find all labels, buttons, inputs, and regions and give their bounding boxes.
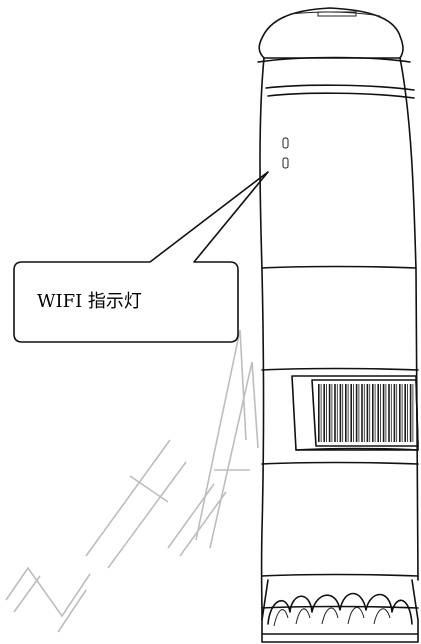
wheel-ridge — [358, 384, 360, 442]
wheel-ridge — [334, 384, 336, 442]
wheel-ridge — [396, 384, 398, 442]
wheel-ridge — [380, 384, 381, 442]
wheel-ridge — [412, 384, 414, 442]
wheel-ridges — [318, 384, 414, 442]
wheel-ridge — [342, 384, 344, 442]
wheel-ridge — [318, 384, 320, 442]
wifi-indicator-leds — [282, 137, 289, 169]
callout-bubble — [13, 171, 269, 343]
wheel-ridge — [401, 384, 403, 442]
wheel-ridge — [390, 384, 392, 442]
wheel-ridge — [385, 384, 387, 442]
watermark — [5, 329, 259, 633]
wheel-ridge — [361, 384, 363, 442]
callout-label: WIFI 指示灯 — [37, 291, 142, 312]
wheel-ridge — [377, 384, 379, 442]
watermark-letter-t — [85, 439, 187, 569]
led-icon — [282, 137, 289, 149]
wheel-ridge — [382, 384, 385, 442]
wheel-ridge — [353, 384, 354, 442]
wheel-ridge — [393, 384, 396, 442]
watermark-letter-a — [195, 329, 259, 549]
wheel-ridge — [328, 384, 331, 442]
focus-wheel — [291, 375, 419, 451]
body-outline — [259, 57, 265, 621]
wheel-ridge — [323, 384, 325, 442]
wheel-ridge — [347, 384, 349, 442]
wheel-ridge — [407, 384, 408, 442]
wheel-ridge — [366, 384, 369, 442]
wheel-ridge — [345, 384, 347, 442]
wheel-ridge — [320, 384, 322, 442]
wheel-ridge — [372, 384, 374, 442]
wheel-ridge — [350, 384, 352, 442]
wheel-ridge — [374, 384, 376, 442]
lens-cap — [261, 579, 419, 643]
wheel-ridge — [326, 384, 327, 442]
led-icon — [282, 157, 289, 169]
cap-scallops — [267, 592, 413, 625]
wifi-callout: WIFI 指示灯 — [13, 171, 269, 343]
watermark-letter-n — [5, 566, 91, 633]
wheel-ridge — [363, 384, 365, 442]
wheel-ridge — [339, 384, 342, 442]
wheel-ridge — [331, 384, 333, 442]
watermark-letter-i — [167, 483, 227, 557]
wheel-ridge — [369, 384, 371, 442]
wheel-ridge — [409, 384, 412, 442]
device-body — [257, 7, 419, 643]
wheel-ridge — [355, 384, 358, 442]
wheel-ridge — [336, 384, 338, 442]
wheel-ridge — [399, 384, 401, 442]
wheel-ridge — [404, 384, 406, 442]
wheel-ridge — [388, 384, 390, 442]
